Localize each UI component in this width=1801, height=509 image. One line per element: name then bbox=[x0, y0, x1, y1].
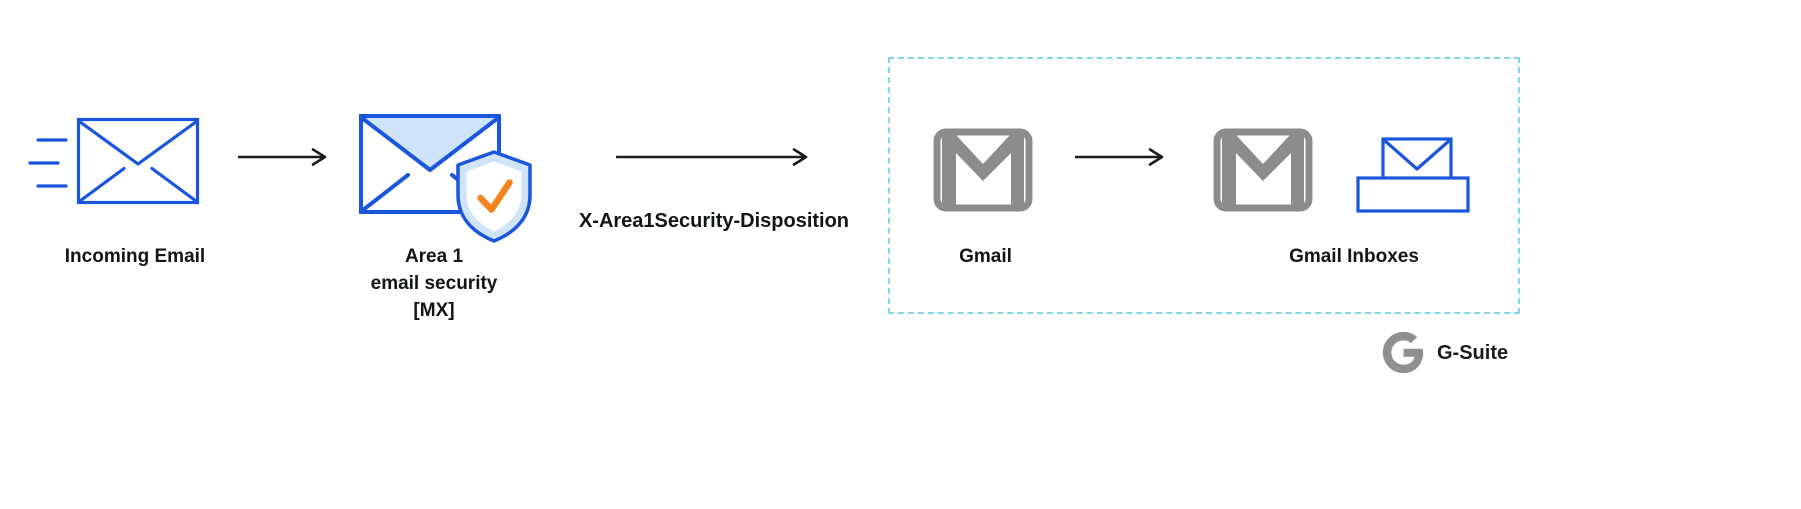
gmail-label: Gmail bbox=[959, 246, 1012, 267]
gmail-icon bbox=[1213, 128, 1313, 212]
gsuite-boundary-box bbox=[888, 57, 1520, 314]
incoming-email-label: Incoming Email bbox=[64, 246, 206, 267]
arrow-right-icon bbox=[238, 148, 327, 166]
gmail-inboxes-label: Gmail Inboxes bbox=[1289, 246, 1419, 267]
gmail-icon bbox=[933, 128, 1033, 212]
google-g-icon bbox=[1382, 331, 1424, 374]
disposition-header-label: X-Area1Security-Disposition bbox=[578, 210, 850, 232]
gsuite-label: G-Suite bbox=[1437, 342, 1509, 364]
area1-label-line3: [MX] bbox=[413, 300, 455, 321]
arrow-right-icon bbox=[616, 148, 808, 166]
area1-label: Area 1 email security [MX] bbox=[328, 243, 540, 324]
motion-lines-icon bbox=[28, 138, 68, 188]
arrow-right-icon bbox=[1075, 148, 1164, 166]
shield-check-icon bbox=[456, 150, 532, 243]
area1-label-line1: Area 1 bbox=[404, 246, 464, 267]
area1-label-line2: email security bbox=[370, 273, 498, 294]
envelope-icon bbox=[76, 117, 200, 205]
inbox-tray-icon bbox=[1356, 137, 1470, 213]
